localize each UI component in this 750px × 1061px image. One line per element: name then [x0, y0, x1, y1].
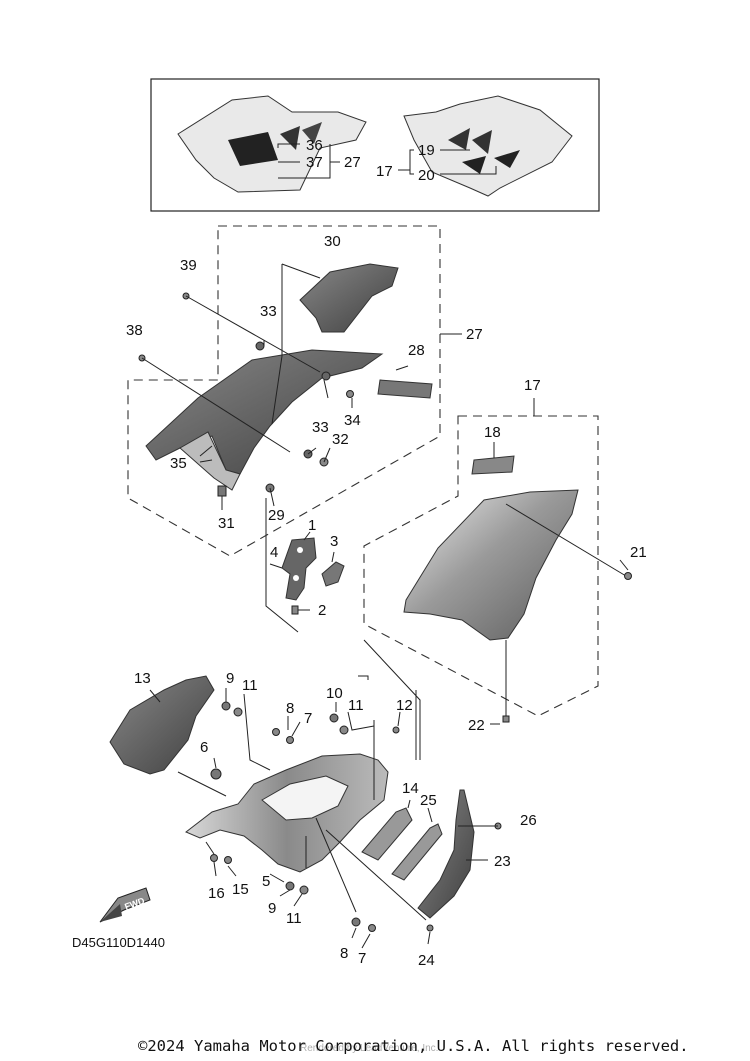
part-23: [417, 789, 475, 919]
callout-8-a: 8: [286, 700, 294, 717]
frame-5-inner: [261, 775, 349, 821]
callout-9-b: 9: [268, 900, 276, 917]
callout-33-a: 33: [260, 303, 277, 320]
callout-33-b: 33: [312, 419, 329, 436]
callout-34: 34: [344, 412, 361, 429]
part-14: [361, 807, 413, 861]
callout-32: 32: [332, 431, 349, 448]
side-cover-17: [403, 489, 579, 641]
callout-10: 10: [326, 685, 343, 702]
callout-4: 4: [270, 544, 278, 561]
part-18: [471, 455, 515, 475]
callout-30: 30: [324, 233, 341, 250]
leaders-lower: [149, 639, 498, 949]
callout-7-b: 7: [358, 950, 366, 967]
callout-39: 39: [180, 257, 197, 274]
callout-20: 20: [418, 167, 435, 184]
left-decal-panel: [177, 95, 367, 193]
callout-labels: 36 37 27 19 17 20 30 39 33 27 38 28 17 3…: [126, 137, 647, 969]
callout-18: 18: [484, 424, 501, 441]
callout-31: 31: [218, 515, 235, 532]
callout-26: 26: [520, 812, 537, 829]
callout-22: 22: [468, 717, 485, 734]
callout-21: 21: [630, 544, 647, 561]
copyright-footer: ©2024 Yamaha Motor Corporation, U.S.A. A…: [138, 1037, 689, 1055]
callout-27: 27: [466, 326, 483, 343]
diagram-code: D45G110D1440: [72, 935, 165, 950]
callout-7-a: 7: [304, 710, 312, 727]
fasteners-lower: [210, 701, 502, 932]
inset-leaders: [277, 143, 497, 179]
callout-2: 2: [318, 602, 326, 619]
callout-37: 37: [306, 154, 323, 171]
callout-3: 3: [330, 533, 338, 550]
callout-27-inset: 27: [344, 154, 361, 171]
render-watermark: Rendered by LeadVenture, Inc.: [300, 1043, 439, 1054]
callout-8-b: 8: [340, 945, 348, 962]
callout-28: 28: [408, 342, 425, 359]
callout-11-c: 11: [286, 910, 302, 927]
callout-15: 15: [232, 881, 249, 898]
part-30: [299, 263, 399, 333]
callout-13: 13: [134, 670, 151, 687]
leaders-1: [265, 498, 335, 633]
decal-inset-box: [150, 78, 600, 212]
callout-25: 25: [420, 792, 437, 809]
callout-11-b: 11: [348, 697, 364, 714]
callout-36: 36: [306, 137, 323, 154]
part-13: [109, 675, 215, 775]
fwd-arrow-icon: FWD: [99, 887, 151, 923]
callout-38: 38: [126, 322, 143, 339]
callout-16: 16: [208, 885, 225, 902]
part-28: [377, 379, 433, 399]
callout-6: 6: [200, 739, 208, 756]
callout-17-inset: 17: [376, 163, 393, 180]
part-25: [391, 823, 443, 881]
callout-23: 23: [494, 853, 511, 870]
callout-19: 19: [418, 142, 435, 159]
callout-11-a: 11: [242, 677, 258, 694]
callout-9-a: 9: [226, 670, 234, 687]
callout-24: 24: [418, 952, 435, 969]
group-27-outline: [127, 225, 441, 557]
callout-14: 14: [402, 780, 419, 797]
part-3: [321, 561, 345, 587]
callout-12: 12: [396, 697, 413, 714]
callout-35: 35: [170, 455, 187, 472]
leaders-27: [141, 263, 409, 510]
callout-5: 5: [262, 873, 270, 890]
right-decal-panel: [403, 95, 573, 197]
callout-29: 29: [268, 507, 285, 524]
callout-1: 1: [308, 517, 316, 534]
group-17-outline: [363, 415, 599, 717]
leaders-17: [490, 442, 632, 725]
bracket-1: [281, 537, 317, 601]
callout-17: 17: [524, 377, 541, 394]
